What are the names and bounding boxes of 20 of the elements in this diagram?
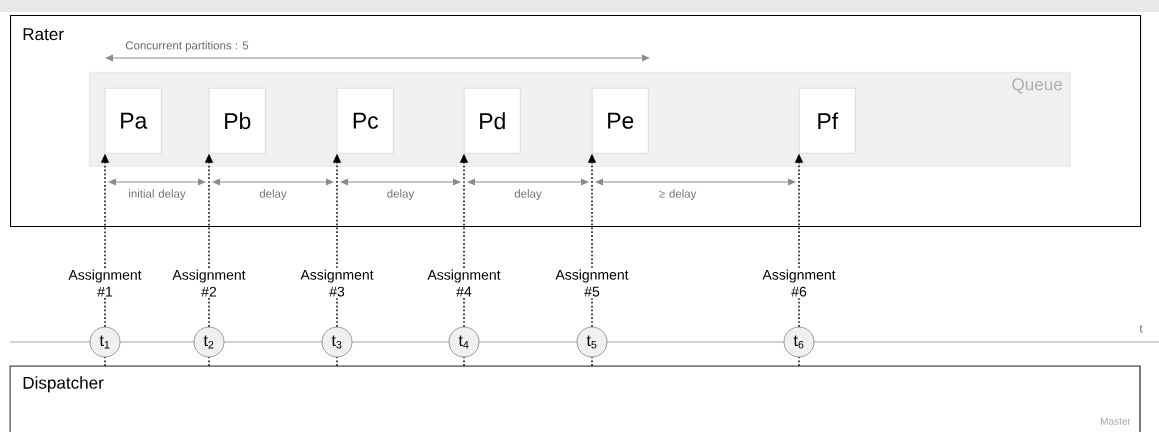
assignment-label: Assignment #6 (762, 269, 836, 297)
assignment-label: Assignment #3 (300, 269, 374, 297)
dimension-label: delay (514, 189, 542, 200)
partition-box: Pc (337, 88, 394, 154)
axis-label: t (1139, 325, 1143, 333)
assignment-label: Assignment #2 (172, 269, 246, 297)
partition-box: Pa (105, 88, 162, 154)
partition-box: Pe (592, 88, 649, 154)
dimension-label: delay (387, 189, 415, 200)
dimension-label: initial delay (129, 189, 186, 200)
partition-box: Pd (464, 88, 521, 154)
dispatcher-box: Dispatcher Master (9, 365, 1141, 432)
assignment-label: Assignment #5 (555, 269, 629, 297)
partition-box: Pf (799, 88, 856, 154)
dimension-label: Concurrent partitions : 5 (125, 41, 249, 52)
assignment-label: Assignment #4 (427, 269, 501, 297)
dimension-label: delay (259, 189, 287, 200)
partition-box: Pb (209, 88, 266, 154)
dimension-label: ≥ delay (659, 189, 697, 200)
assignment-label: Assignment #1 (68, 269, 142, 297)
